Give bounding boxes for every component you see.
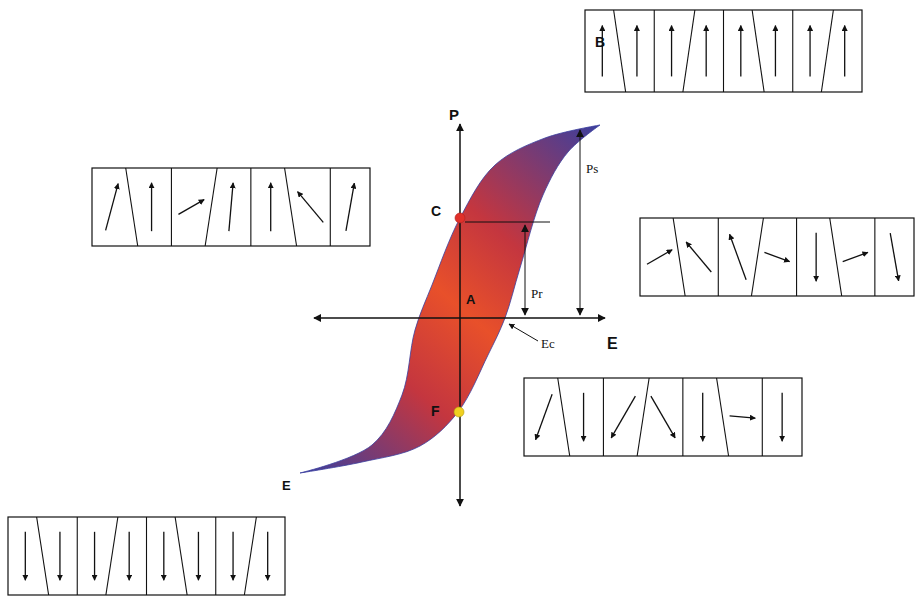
domain-wall [603,378,604,456]
domain-wall [673,218,685,296]
dipole-arrow [671,26,672,77]
domain-wall [330,168,331,246]
domain-wall [874,218,875,296]
dipole-arrow [647,250,672,265]
dipole-arrow [536,394,553,439]
dipole-arrow [163,532,164,580]
domain-wall [171,168,172,246]
dipole-arrow [815,233,816,281]
dipole-arrow [346,183,354,231]
domain-wall [77,517,78,595]
domain-box [640,218,914,296]
dipole-arrow [270,183,271,231]
polarization-axis [459,124,461,506]
negative-remanent-point [454,407,464,417]
dipole-arrow [178,200,204,215]
coercive-leader-line [509,324,538,341]
dipole-arrow [229,183,233,231]
point-label: E [282,479,291,492]
axis-label: E [607,336,618,352]
point-label: A [466,293,475,306]
domain-wall [637,378,649,456]
domain-wall [682,378,683,456]
dipole-arrow [232,532,233,580]
domain-wall [126,168,138,246]
domain-box [92,168,370,246]
dipole-arrow [611,396,635,438]
dimension-label: Ec [541,337,555,350]
dipole-arrow [267,532,268,580]
domain-wall [205,168,217,246]
domain-wall [717,378,729,456]
dipole-arrow [764,252,789,261]
domain-wall [146,517,147,595]
dipole-arrow [106,184,119,231]
domain-frame [92,168,370,246]
dipole-arrow [129,532,130,580]
domain-wall [821,10,833,92]
domain-wall [751,218,763,296]
domain-wall [723,10,724,92]
domain-wall [175,517,187,595]
remanent-dimension-arrow [525,225,526,315]
dipole-arrow [844,26,845,77]
dipole-arrow [706,26,707,77]
domain-wall [614,10,626,92]
dipole-arrow [809,26,810,77]
dipole-arrow [59,532,60,580]
domain-wall [683,10,695,92]
domain-wall [830,218,842,296]
dipole-arrow [602,26,603,77]
dimension-label: Ps [586,162,598,175]
dipole-arrow [781,393,782,441]
domain-wall [558,378,570,456]
dipole-arrow [94,532,95,580]
domain-box [585,10,862,92]
domain-wall [718,218,719,296]
domain-wall [106,517,118,595]
dipole-arrow [730,234,747,279]
domain-wall [37,517,49,595]
domain-frame [585,10,862,92]
domain-wall [762,378,763,456]
dimension-label: Pr [531,287,543,300]
dipole-arrow [775,26,776,77]
domain-wall [752,10,764,92]
domain-box [8,517,285,595]
domain-wall [654,10,655,92]
dipole-arrow [636,26,637,77]
dipole-arrow [843,252,868,261]
remanent-level-line [465,222,550,223]
dipole-arrow [890,233,898,281]
dipole-arrow [298,192,324,223]
field-axis [314,317,605,319]
domain-wall [215,517,216,595]
domain-frame [8,517,285,595]
dipole-arrow [686,242,711,272]
dipole-arrow [651,396,675,438]
dipole-arrow [25,532,26,580]
axis-label: P [449,107,459,122]
domain-wall [285,168,297,246]
domain-frame [640,218,914,296]
domain-wall [250,168,251,246]
dipole-arrow [730,416,756,418]
domain-box [524,378,802,456]
point-label: B [595,35,605,49]
point-label: C [431,204,441,218]
point-label: F [431,404,440,418]
dipole-arrow [198,532,199,580]
dipole-arrow [702,393,703,441]
remanent-point [455,213,465,223]
dipole-arrow [151,183,152,231]
dipole-arrow [583,393,584,441]
domain-wall [792,10,793,92]
domain-wall [244,517,256,595]
domain-frame [524,378,802,456]
dipole-arrow [740,26,741,77]
domain-wall [796,218,797,296]
saturation-dimension-arrow [580,130,581,315]
